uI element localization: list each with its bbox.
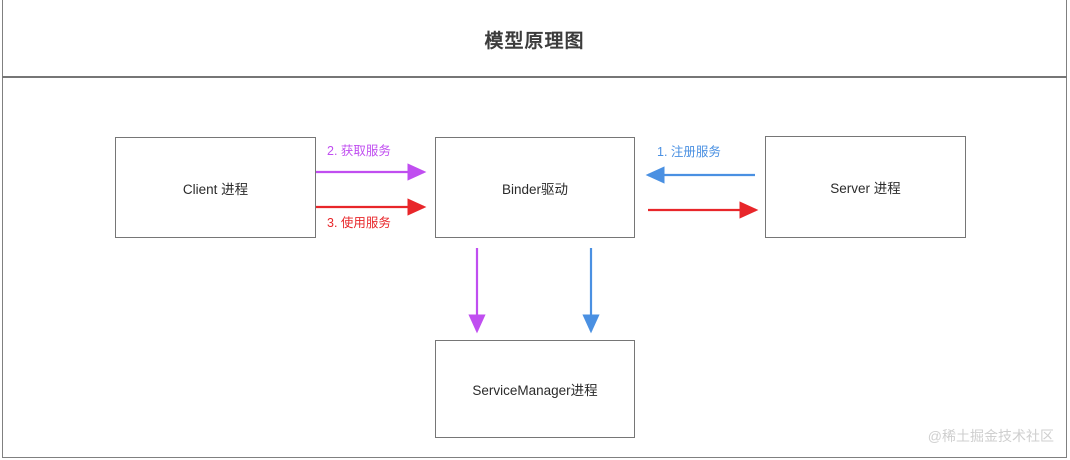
node-server-process[interactable]: Server 进程 xyxy=(765,136,966,238)
watermark: @稀土掘金技术社区 xyxy=(927,428,1054,444)
node-servicemanager-process[interactable]: ServiceManager进程 xyxy=(435,340,635,438)
node-server-process-label: Server 进程 xyxy=(830,181,901,196)
node-client-process[interactable]: Client 进程 xyxy=(115,137,316,238)
edge-label-register-service: 1. 注册服务 xyxy=(657,145,721,159)
node-binder-driver[interactable]: Binder驱动 xyxy=(435,137,635,238)
edge-label-use-service: 3. 使用服务 xyxy=(327,216,391,230)
node-client-process-label: Client 进程 xyxy=(182,181,249,197)
page-title: 模型原理图 xyxy=(484,31,585,52)
node-binder-driver-label: Binder驱动 xyxy=(501,181,569,197)
title-header: 模型原理图 xyxy=(2,0,1067,78)
node-servicemanager-process-label: ServiceManager进程 xyxy=(472,383,598,398)
edge-label-acquire-service: 2. 获取服务 xyxy=(327,144,391,158)
